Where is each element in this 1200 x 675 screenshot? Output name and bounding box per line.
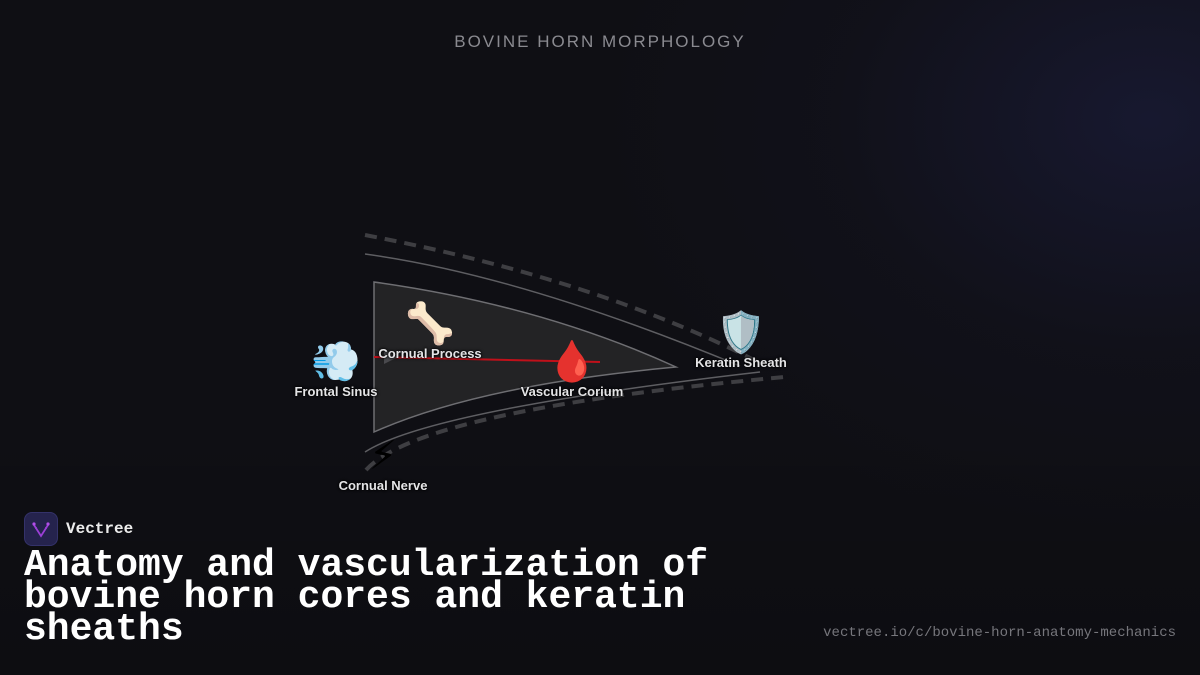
node-label: Cornual Nerve (338, 478, 428, 493)
sheath-inner-outline-lower (364, 371, 761, 453)
vectree-logo-icon (24, 512, 58, 546)
vessel-line (373, 356, 601, 363)
lightning-icon: ⚡ (368, 433, 398, 479)
headline: Anatomy and vascularization of bovine ho… (24, 544, 709, 651)
blood-drop-icon: 🩸 (547, 339, 597, 385)
node-cornual-process: 🦴 Cornual Process (378, 302, 481, 361)
keratin-sheath-outline-dashed-lower (364, 375, 786, 472)
source-url: vectree.io/c/bovine-horn-anatomy-mechani… (823, 625, 1176, 641)
shield-icon: 🛡️ (716, 310, 766, 356)
node-cornual-nerve: ⚡ Cornual Nerve (339, 434, 428, 493)
node-vascular-corium: 🩸 Vascular Corium (521, 340, 624, 399)
node-label: Frontal Sinus (294, 384, 378, 399)
node-label: Keratin Sheath (695, 355, 787, 370)
brand: Vectree (24, 512, 133, 546)
node-label: Cornual Process (378, 346, 482, 361)
diagram-title: BOVINE HORN MORPHOLOGY (454, 32, 746, 51)
node-frontal-sinus: 💨 Frontal Sinus (294, 340, 377, 399)
vessel-arrow-icon (384, 350, 398, 364)
keratin-sheath-outline-dashed (364, 233, 763, 366)
horn-core-shape (373, 281, 679, 434)
wind-cloud-icon: 💨 (311, 339, 361, 385)
bone-icon: 🦴 (405, 301, 455, 347)
node-keratin-sheath: 🛡️ Keratin Sheath (695, 311, 787, 370)
sheath-inner-outline (364, 253, 741, 367)
brand-name: Vectree (66, 520, 134, 538)
node-label: Vascular Corium (520, 384, 624, 399)
